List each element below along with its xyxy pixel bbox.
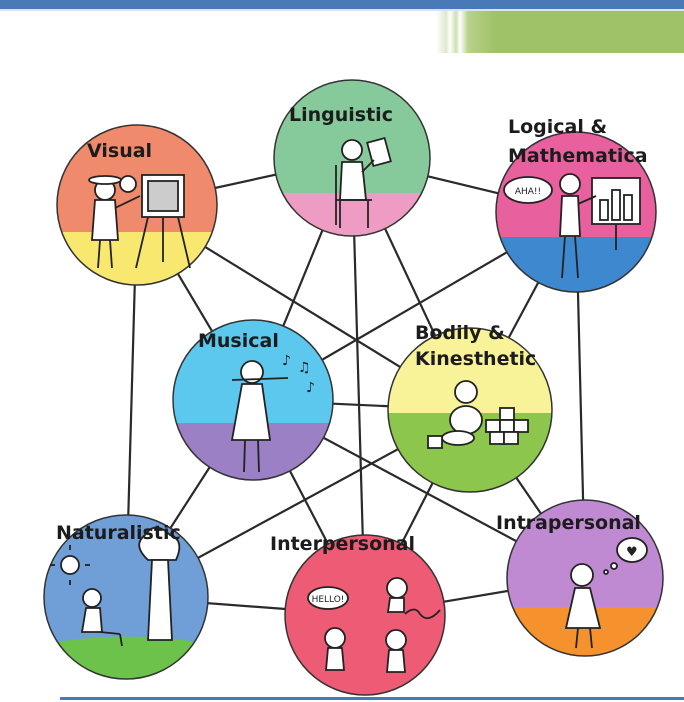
intrapersonal-label: Intrapersonal	[496, 512, 641, 534]
logical-label-line2: Mathematica	[508, 145, 648, 167]
bodily-label-line1: Bodily &	[415, 322, 505, 344]
logical-label-line1: Logical &	[508, 116, 608, 138]
aha-speech-bubble: AHA!!	[515, 187, 541, 197]
teacher-at-chart-icon	[503, 173, 641, 279]
linguistic-node	[273, 79, 431, 237]
green-header-tab	[436, 11, 684, 53]
bodily-label-line2: Kinesthetic	[415, 348, 537, 370]
top-accent-bar	[0, 0, 684, 9]
interpersonal-node: HELLO!	[284, 534, 446, 696]
thinking-girl-icon: ♥	[564, 537, 648, 649]
interpersonal-label: Interpersonal	[270, 533, 416, 555]
musical-label: Musical	[198, 330, 279, 352]
violinist-icon: ♪ ♫ ♪	[230, 353, 315, 473]
svg-text:♪: ♪	[282, 353, 291, 369]
hello-speech-bubble: HELLO!	[312, 595, 345, 605]
top-accent-underline	[0, 9, 684, 11]
svg-text:♫: ♫	[298, 360, 311, 376]
linguistic-label: Linguistic	[289, 104, 393, 126]
person-by-tree-icon	[50, 526, 181, 647]
children-talking-icon	[307, 577, 441, 673]
svg-text:♪: ♪	[306, 380, 315, 396]
bottom-accent-line	[60, 697, 684, 700]
visual-label: Visual	[87, 140, 153, 162]
svg-text:♥: ♥	[626, 545, 638, 560]
naturalistic-label: Naturalistic	[56, 522, 181, 544]
child-with-blocks-icon	[427, 380, 529, 449]
reader-in-chair-icon	[335, 136, 392, 228]
painter-at-easel-icon	[88, 174, 191, 269]
